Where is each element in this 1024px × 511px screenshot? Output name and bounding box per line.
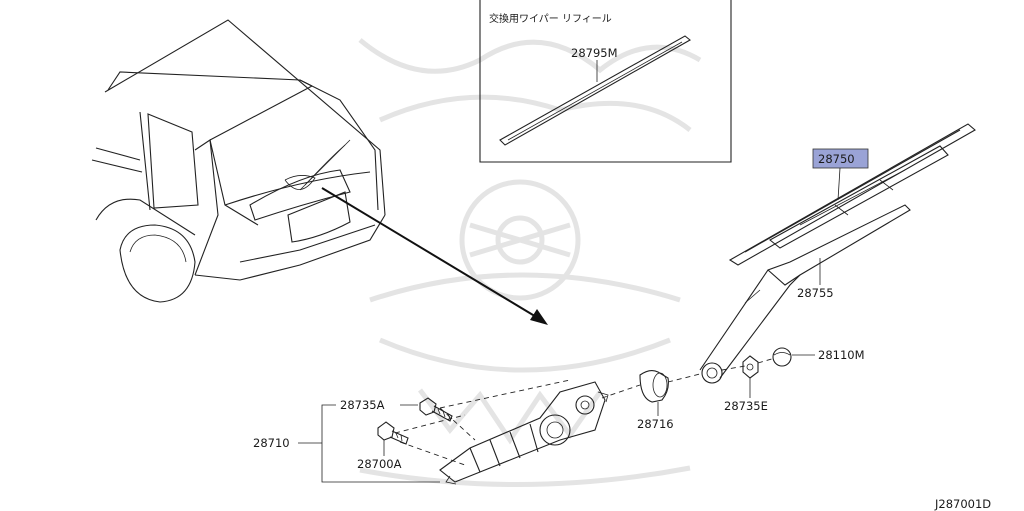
diagram-code: J287001D — [934, 497, 991, 511]
inset-title: 交換用ワイパー リフィール — [489, 12, 612, 25]
bolt-a — [419, 397, 453, 422]
motor-assembly — [439, 381, 609, 485]
arm-nut — [742, 355, 759, 379]
wiper-arm — [699, 204, 911, 384]
bolt-b — [377, 421, 409, 445]
part-label-bolt-a[interactable]: 28735A — [340, 398, 385, 412]
grommet — [639, 369, 669, 403]
refill-inset: 交換用ワイパー リフィール 28795M — [479, 0, 732, 163]
direction-arrow — [321, 187, 548, 325]
vehicle-rear-illustration — [91, 19, 386, 303]
part-label-blade[interactable]: 28750 — [818, 152, 855, 166]
part-label-arm[interactable]: 28755 — [797, 286, 834, 300]
wiper-blade — [728, 123, 976, 266]
arm-cap — [772, 347, 792, 367]
highlight-box — [812, 148, 869, 169]
watermark-emblem — [358, 38, 702, 488]
part-label-grommet[interactable]: 28716 — [637, 417, 674, 431]
part-label-nut[interactable]: 28735E — [724, 399, 768, 413]
part-label-bolt-b[interactable]: 28700A — [357, 457, 402, 471]
part-label-cap[interactable]: 28110M — [818, 348, 865, 362]
refill-part-number: 28795M — [571, 46, 618, 60]
assembly-bracket — [298, 404, 440, 483]
assembly-lines — [394, 357, 776, 466]
part-label-motor-assy[interactable]: 28710 — [253, 436, 290, 450]
